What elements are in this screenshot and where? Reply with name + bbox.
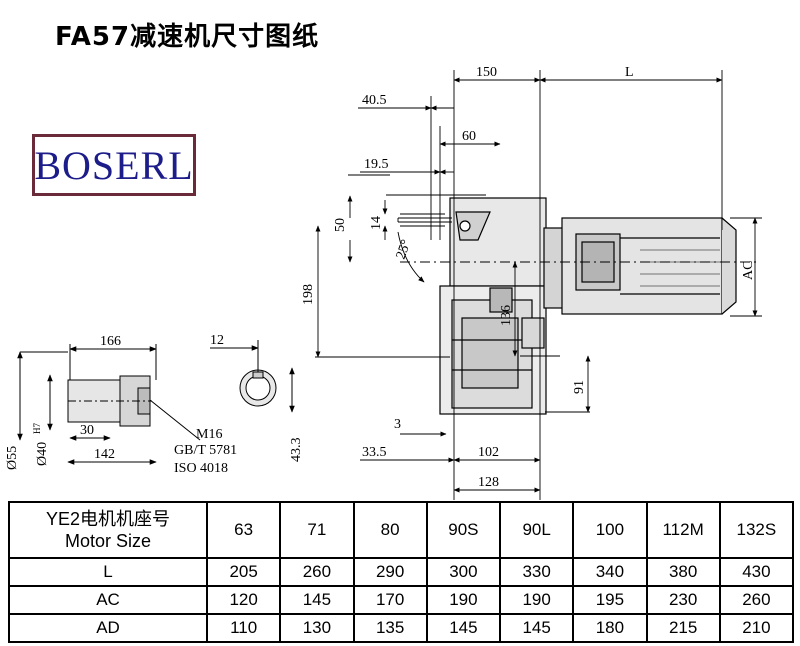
bolt-standard-iso: ISO 4018 (174, 461, 228, 476)
table-cell: 290 (352, 557, 428, 587)
dim-91: 91 (572, 380, 587, 394)
table-row: AC 120 145 170 190 190 195 230 260 (8, 585, 795, 615)
page-title: FA57减速机尺寸图纸 (55, 22, 320, 52)
dim-AC: AC (741, 261, 756, 280)
header-label-en: Motor Size (64, 531, 152, 551)
table-cell: 170 (352, 585, 428, 615)
table-cell: 190 (425, 585, 502, 615)
dim-128: 128 (478, 475, 499, 490)
dim-33-5: 33.5 (362, 445, 387, 460)
table-cell: 215 (645, 613, 721, 643)
dim-19-5: 19.5 (364, 157, 389, 172)
table-cell: 120 (205, 585, 282, 615)
table-header-row: YE2电机机座号 Motor Size 63 71 80 90S 90L 100… (8, 501, 795, 559)
size-80: 80 (352, 501, 428, 559)
table-header-label: YE2电机机座号 Motor Size (8, 501, 208, 559)
row-label-AC: AC (8, 585, 208, 615)
reference-lines (315, 70, 762, 500)
table-cell: 260 (718, 585, 795, 615)
table-cell: 430 (718, 557, 795, 587)
dim-43-3: 43.3 (289, 438, 304, 463)
dim-12: 12 (210, 333, 224, 348)
dim-40-5: 40.5 (362, 93, 387, 108)
table-cell: 340 (572, 557, 648, 587)
dim-150: 150 (476, 65, 497, 80)
dim-166: 166 (100, 334, 121, 349)
dim-14: 14 (369, 216, 384, 230)
table-cell: 195 (572, 585, 648, 615)
table-cell: 190 (498, 585, 575, 615)
dim-dia-55: Ø55 (5, 446, 20, 470)
table-cell: 180 (572, 613, 648, 643)
table-cell: 210 (718, 613, 795, 643)
dim-h7-tolerance: H7 (32, 423, 42, 434)
table-cell: 260 (279, 557, 355, 587)
table-row: AD 110 130 135 145 145 180 215 210 (8, 613, 795, 643)
dim-60: 60 (462, 129, 476, 144)
hollow-shaft-side-view (17, 344, 201, 465)
table-cell: 145 (498, 613, 575, 643)
size-112m: 112M (645, 501, 721, 559)
header-label-cn: YE2电机机座号 (45, 509, 171, 529)
dimension-lines (315, 77, 758, 493)
table-row: L 205 260 290 300 330 340 380 430 (8, 557, 795, 587)
dim-L: L (625, 65, 634, 80)
dim-dia-40: Ø40 (35, 442, 50, 466)
size-90l: 90L (498, 501, 575, 559)
table-cell: 130 (279, 613, 355, 643)
dim-102: 102 (478, 445, 499, 460)
gearbox-main-view (439, 197, 737, 415)
table-cell: 205 (205, 557, 282, 587)
table-cell: 380 (645, 557, 721, 587)
motor-size-table: YE2电机机座号 Motor Size 63 71 80 90S 90L 100… (8, 501, 795, 643)
table-cell: 135 (352, 613, 428, 643)
size-132s: 132S (718, 501, 795, 559)
technical-drawing: 150 L 40.5 60 19.5 50 14 25° 198 136 AC … (5, 65, 762, 500)
size-90s: 90S (425, 501, 502, 559)
dim-142: 142 (94, 447, 115, 462)
dim-136: 136 (499, 305, 514, 326)
bolt-m16: M16 (196, 427, 222, 442)
table-cell: 110 (205, 613, 282, 643)
shaft-end-view (210, 340, 295, 413)
dim-25-deg: 25° (394, 238, 415, 262)
dim-30: 30 (80, 423, 94, 438)
bolt-standard-gb: GB/T 5781 (174, 443, 237, 458)
size-100: 100 (572, 501, 648, 559)
table-cell: 300 (425, 557, 502, 587)
dim-50: 50 (333, 218, 348, 232)
table-cell: 145 (425, 613, 502, 643)
dim-198: 198 (301, 284, 316, 305)
row-label-L: L (8, 557, 208, 587)
table-cell: 330 (498, 557, 575, 587)
dimension-labels: 150 L 40.5 60 19.5 50 14 25° 198 136 AC … (5, 65, 756, 490)
table-cell: 145 (279, 585, 355, 615)
row-label-AD: AD (8, 613, 208, 643)
dim-3: 3 (394, 417, 401, 432)
size-63: 63 (205, 501, 282, 559)
brand-logo: BOSERL (32, 134, 196, 196)
table-cell: 230 (645, 585, 721, 615)
size-71: 71 (279, 501, 355, 559)
brand-logo-text: BOSERL (34, 142, 194, 188)
